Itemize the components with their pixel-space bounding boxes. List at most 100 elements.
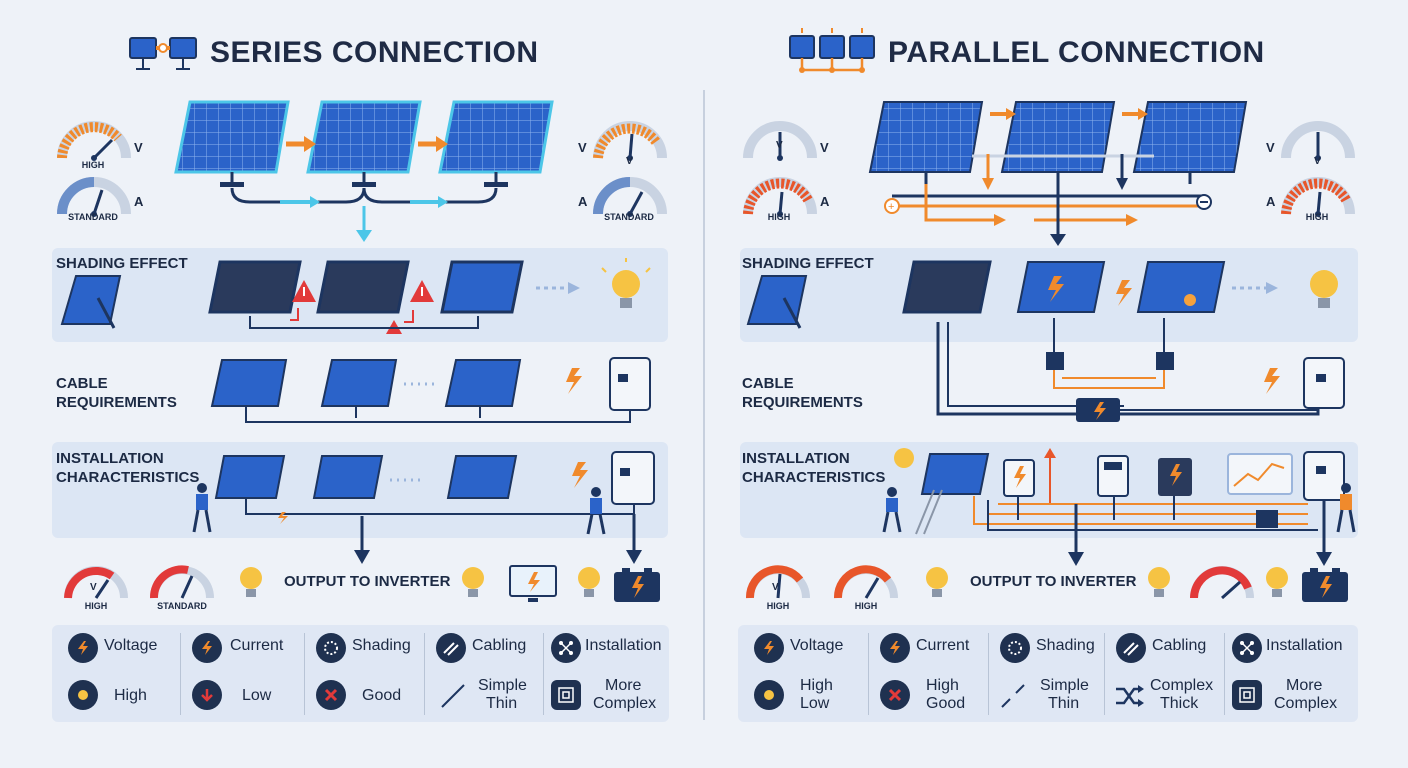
parallel-install-worker-2: [1336, 483, 1356, 533]
series-right-a-letter: A: [578, 194, 588, 209]
parallel-cable-label-1: CABLE: [742, 375, 794, 392]
cabling-icon: [1116, 633, 1146, 663]
complex-box-icon: [1232, 680, 1262, 710]
series-right-voltage-gauge: [593, 121, 667, 161]
parallel-section: PARALLEL CONNECTION V V HIGH A V V A HIG…: [704, 0, 1408, 768]
series-legend-current-value: Low: [242, 687, 272, 704]
series-output-v-letter: V: [90, 582, 97, 593]
series-legend-installation-value-1: More: [605, 677, 642, 694]
series-right-current-tag: STANDARD: [604, 212, 654, 222]
series-legend: Voltage High Current Low Shading Good Ca…: [52, 625, 669, 722]
series-output-gauge-1: [64, 566, 128, 599]
series-panel-2: [306, 100, 422, 187]
parallel-output-battery-icon: [1302, 568, 1348, 602]
x-mark-icon: [880, 680, 910, 710]
parallel-right-current-gauge: [1281, 177, 1355, 217]
parallel-shading-graphic: [746, 260, 1338, 329]
parallel-legend-voltage-value-1: High: [800, 677, 833, 694]
series-legend-installation-value-2: Complex: [593, 695, 657, 712]
series-cable-label-1: CABLE: [56, 375, 108, 392]
parallel-output-bulb-icon-2: [1148, 567, 1170, 597]
parallel-legend-current: Current High Good: [868, 625, 986, 722]
parallel-legend-installation-value-2: Complex: [1274, 695, 1338, 712]
parallel-output-v-letter: V: [772, 582, 779, 593]
parallel-output-gauge-2: [833, 565, 898, 599]
series-shading-warning-2: [410, 280, 434, 302]
series-section: SERIES CONNECTION HIGH V STANDARD A V V …: [52, 36, 669, 722]
installation-icon: [1232, 633, 1262, 663]
parallel-legend-current-value-1: High: [926, 677, 959, 694]
parallel-legend-cabling-header: Cabling: [1152, 637, 1207, 654]
series-panel-1: [174, 100, 290, 187]
series-shading-bulb-icon: [601, 258, 651, 308]
series-install-worker-1: [192, 483, 212, 533]
series-legend-voltage-value: High: [114, 687, 147, 704]
series-output-battery-icon: [614, 568, 660, 602]
series-legend-voltage: Voltage High: [52, 625, 176, 722]
series-output-tag-2: STANDARD: [157, 601, 207, 611]
series-current-gauge: [57, 177, 131, 217]
series-output-gauge-2: [149, 565, 214, 599]
series-legend-cabling-header: Cabling: [472, 637, 527, 654]
parallel-a-letter: A: [820, 194, 830, 209]
series-title-icon: [129, 37, 197, 70]
parallel-current-gauge: [743, 177, 817, 217]
series-legend-shading: Shading Good: [304, 625, 422, 722]
series-right-v-letter: V: [578, 140, 587, 155]
series-legend-installation-header: Installation: [585, 637, 662, 654]
parallel-output-gauge-1: [745, 565, 810, 599]
series-output-label: OUTPUT TO INVERTER: [284, 573, 451, 590]
series-install-label-2: CHARACTERISTICS: [56, 469, 200, 486]
series-output-monitor-icon: [509, 565, 557, 602]
series-voltage-gauge: [57, 121, 131, 161]
parallel-legend-cabling-value-1: Complex: [1150, 677, 1214, 694]
parallel-right-v-small: V: [1314, 156, 1321, 167]
parallel-legend-current-header: Current: [916, 637, 970, 654]
series-right-v-small: V: [626, 156, 633, 167]
parallel-legend-voltage-header: Voltage: [790, 637, 844, 654]
series-install-label-1: INSTALLATION: [56, 450, 164, 467]
series-install-worker-2: [586, 487, 606, 535]
series-legend-shading-value: Good: [362, 687, 402, 704]
series-v-letter: V: [134, 140, 143, 155]
parallel-output-meter-icon: [1190, 566, 1254, 600]
parallel-install-graphic: [882, 448, 1356, 566]
parallel-right-a-letter: A: [1266, 194, 1276, 209]
sun-icon: [68, 680, 98, 710]
series-shading-graphic: [60, 258, 651, 334]
parallel-output-tag-1: HIGH: [766, 601, 790, 611]
series-install-graphic: [192, 451, 655, 564]
series-cable-label-2: REQUIREMENTS: [56, 394, 177, 411]
series-voltage-tag: HIGH: [81, 160, 105, 170]
series-output-bulb-icon-3: [578, 567, 600, 597]
series-legend-current-header: Current: [230, 637, 284, 654]
arrow-down-icon: [192, 680, 222, 710]
parallel-cable-graphic: [936, 318, 1345, 422]
series-legend-voltage-header: Voltage: [104, 637, 158, 654]
series-output-tag-1: HIGH: [84, 601, 108, 611]
parallel-output-label: OUTPUT TO INVERTER: [970, 573, 1137, 590]
parallel-voltage-gauge: [743, 121, 817, 161]
parallel-legend-voltage: Voltage High Low: [738, 625, 866, 722]
current-icon: [880, 633, 910, 663]
parallel-v-letter: V: [820, 140, 829, 155]
parallel-legend-shading-value-2: Thin: [1048, 695, 1080, 712]
parallel-output-bulb-icon-3: [1266, 567, 1288, 597]
parallel-legend-installation-header: Installation: [1266, 637, 1343, 654]
series-cable-inverter: [609, 357, 651, 411]
voltage-icon: [68, 633, 98, 663]
parallel-cable-label-2: REQUIREMENTS: [742, 394, 863, 411]
installation-icon: [551, 633, 581, 663]
series-panel-chain: [174, 100, 554, 242]
thin-line-icon: [441, 684, 465, 708]
current-icon: [192, 633, 222, 663]
series-cable-graphic: [210, 357, 651, 423]
sun-icon: [754, 680, 784, 710]
parallel-legend: Voltage High Low Current High Good Shadi…: [738, 625, 1358, 722]
series-title: SERIES CONNECTION: [210, 36, 539, 69]
series-legend-current: Current Low: [180, 625, 300, 722]
parallel-legend-installation-value-1: More: [1286, 677, 1323, 694]
cabling-icon: [436, 633, 466, 663]
series-legend-cabling-value-1: Simple: [478, 677, 527, 694]
voltage-icon: [754, 633, 784, 663]
